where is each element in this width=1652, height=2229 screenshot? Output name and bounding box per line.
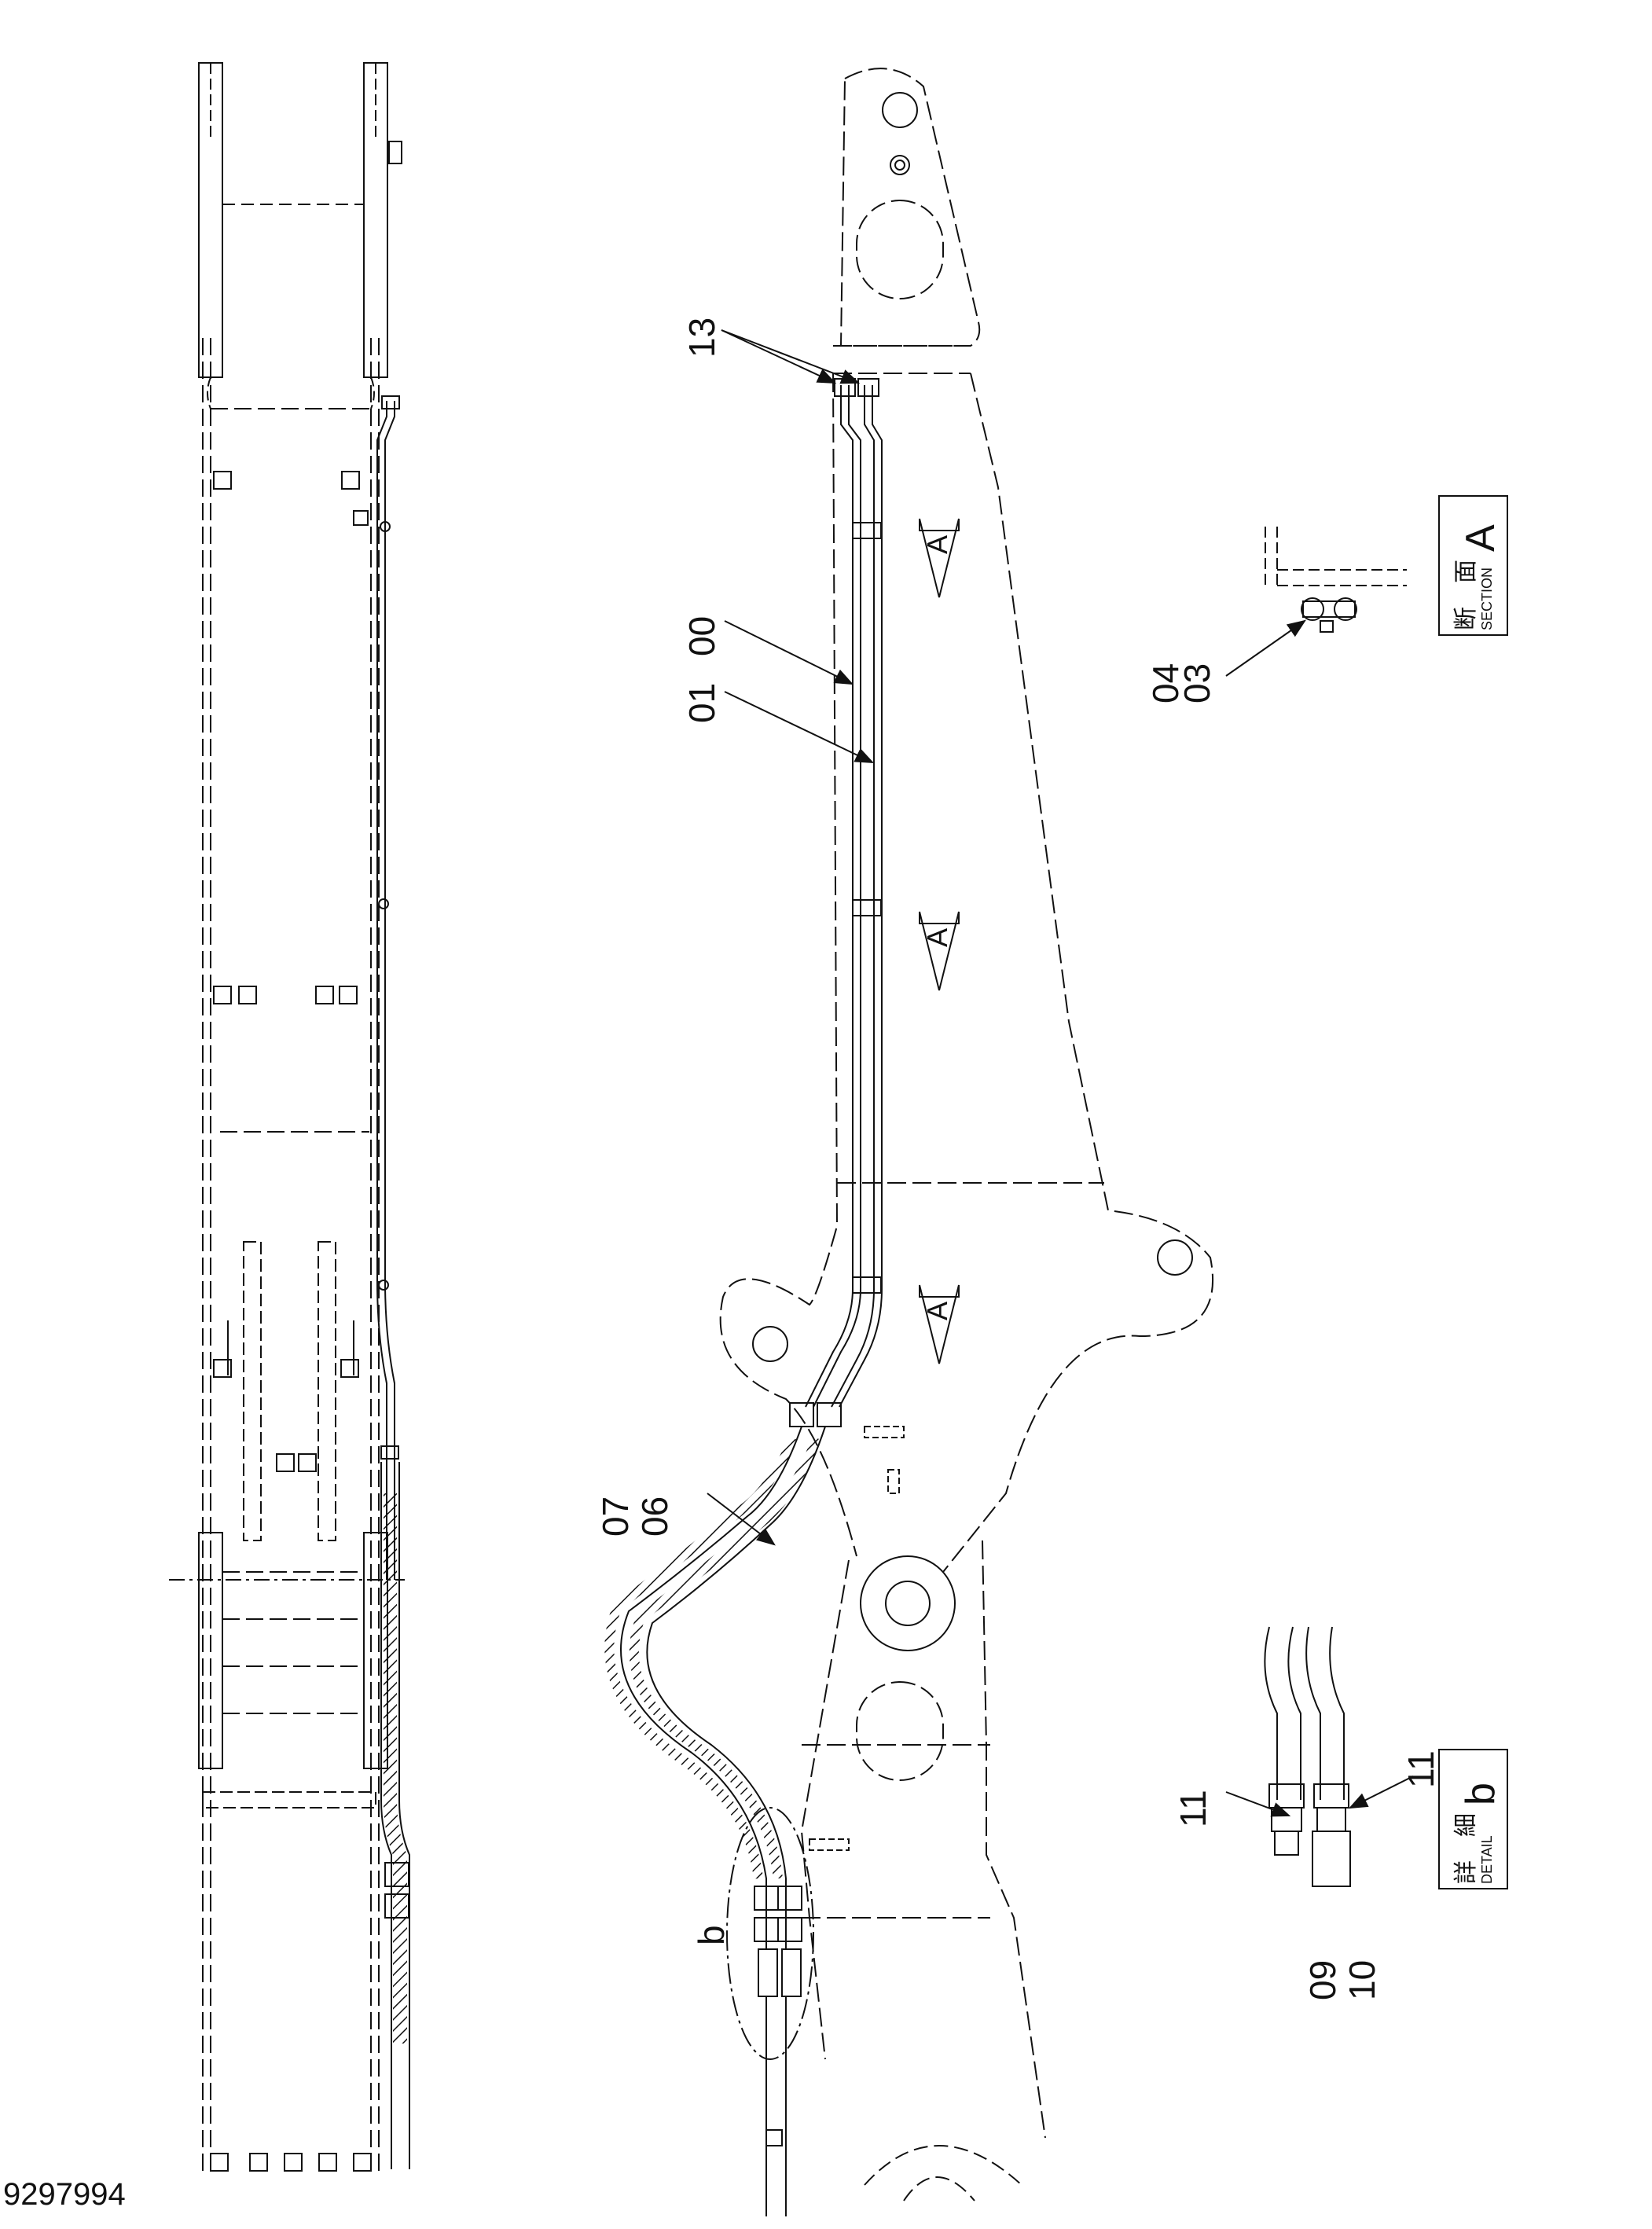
- callout-03: 03: [1177, 663, 1217, 703]
- section-letter-a-3: A: [921, 1301, 953, 1320]
- detail-b-circle: [726, 1807, 814, 2060]
- arm-top-view: [169, 62, 405, 2177]
- callout-00: 00: [681, 615, 722, 656]
- section-tag-jp: 断 面: [1452, 560, 1480, 630]
- callout-09: 09: [1302, 1959, 1343, 2000]
- callout-10: 10: [1342, 1959, 1382, 2000]
- section-a-tag: A 断 面 SECTION: [1438, 495, 1508, 636]
- section-letter-a-1: A: [921, 534, 953, 554]
- flexible-hoses: [604, 1426, 826, 2216]
- arm-side-holes: [752, 92, 1193, 2201]
- drawing-number: 9297994: [3, 2177, 126, 2212]
- detail-b-view: [1264, 1626, 1351, 1887]
- section-letter-a-2: A: [921, 927, 953, 947]
- detail-b-tag: b 詳 細 DETAIL: [1438, 1749, 1508, 1889]
- callout-07: 07: [595, 1496, 636, 1537]
- callout-06: 06: [634, 1496, 675, 1537]
- leader-lines: [707, 329, 1414, 1817]
- detail-tag-letter: b: [1458, 1783, 1503, 1805]
- callout-01: 01: [681, 682, 722, 723]
- section-a-detail: [1265, 527, 1407, 633]
- callout-11-right: 11: [1401, 1750, 1441, 1788]
- left-view-pipe: [376, 395, 410, 2169]
- callout-11-left: 11: [1173, 1790, 1213, 1827]
- callout-13: 13: [681, 317, 722, 358]
- section-arrows: [919, 518, 960, 1364]
- detail-ref-b: b: [691, 1925, 732, 1945]
- detail-tag-en: DETAIL: [1479, 1835, 1495, 1884]
- section-tag-letter: A: [1458, 524, 1503, 552]
- section-tag-en: SECTION: [1479, 567, 1495, 630]
- steel-pipes: [789, 378, 883, 1427]
- detail-tag-jp: 詳 細: [1452, 1813, 1480, 1884]
